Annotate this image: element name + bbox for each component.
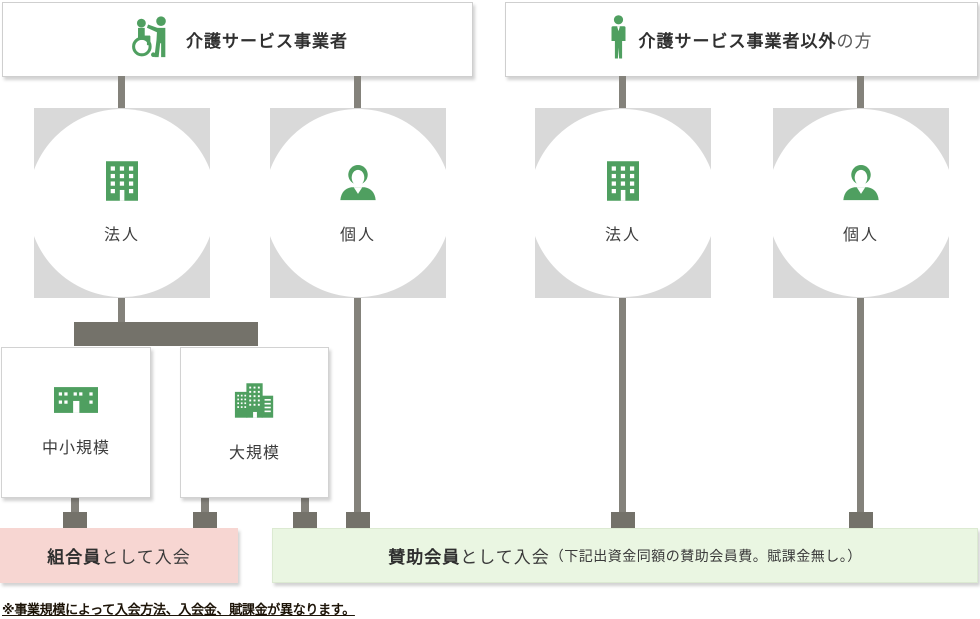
header-title-suffix: の方 <box>836 32 873 51</box>
connector-foot <box>293 512 317 528</box>
node-corporation-other: 法人 <box>529 109 717 297</box>
outcome-union-member: 組合員として入会 <box>0 528 238 583</box>
node-individual-provider: 個人 <box>264 109 452 297</box>
outcome-label-bold: 賛助会員 <box>388 548 461 567</box>
outcome-label-detail: （下記出資金同額の賛助会員費。賦課金無し。） <box>549 547 862 564</box>
connector-line <box>354 76 361 110</box>
large-buildings-icon <box>233 382 277 423</box>
header-title: 介護サービス事業者以外の方 <box>639 27 873 52</box>
connector-foot <box>849 512 873 528</box>
person-bust-icon <box>337 161 379 206</box>
small-building-icon <box>54 387 98 418</box>
node-label: 法人 <box>604 227 641 244</box>
connector-line <box>619 76 626 110</box>
connector-line <box>118 76 125 110</box>
connector-foot <box>346 512 370 528</box>
connector-line <box>857 76 864 110</box>
connector-line <box>301 495 309 513</box>
node-label: 法人 <box>103 227 140 244</box>
node-label: 個人 <box>339 227 376 244</box>
header-title: 介護サービス事業者 <box>186 32 348 51</box>
connector-line <box>201 495 209 513</box>
branch-label: 大規模 <box>228 445 280 462</box>
branch-large-scale: 大規模 <box>180 347 329 498</box>
connector-line <box>354 296 361 513</box>
connector-line <box>71 495 79 513</box>
branch-connector-bar <box>74 322 258 346</box>
node-label: 個人 <box>842 227 879 244</box>
connector-foot <box>193 512 217 528</box>
person-bust-icon <box>840 161 882 206</box>
branch-label: 中小規模 <box>41 440 110 457</box>
caregiver-wheelchair-icon <box>127 14 173 65</box>
branch-small-medium-scale: 中小規模 <box>1 347 151 498</box>
standing-person-icon <box>611 15 626 64</box>
outcome-label-rest: として入会 <box>460 548 550 567</box>
node-corporation-provider: 法人 <box>28 109 216 297</box>
connector-line <box>118 296 125 326</box>
office-building-icon <box>607 161 639 206</box>
footnote-link[interactable]: ※事業規模によって入会方法、入会金、賦課金が異なります。 <box>2 602 355 617</box>
header-care-service-providers: 介護サービス事業者 <box>2 2 473 77</box>
outcome-supporting-member: 賛助会員として入会（下記出資金同額の賛助会員費。賦課金無し。） <box>272 528 978 583</box>
outcome-label-bold: 組合員 <box>47 548 102 567</box>
connector-line <box>857 296 864 513</box>
outcome-label-rest: として入会 <box>101 548 191 567</box>
header-title-main: 介護サービス事業者以外 <box>638 32 837 51</box>
connector-foot <box>63 512 87 528</box>
header-non-care-service-providers: 介護サービス事業者以外の方 <box>505 2 978 77</box>
node-individual-other: 個人 <box>767 109 955 297</box>
connector-foot <box>611 512 635 528</box>
office-building-icon <box>106 161 138 206</box>
connector-line <box>619 296 626 513</box>
